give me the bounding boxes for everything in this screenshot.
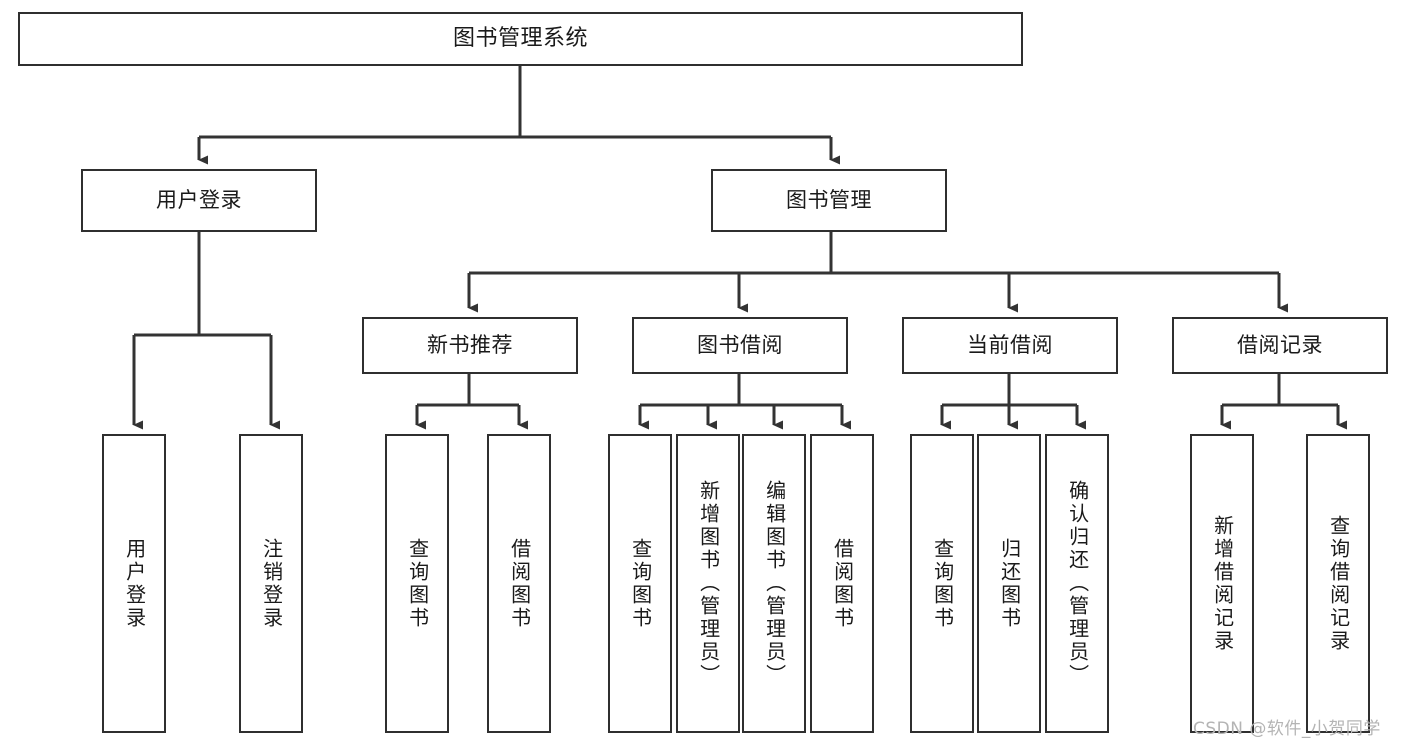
node-root-label: 图书管理系统	[452, 25, 588, 51]
node-borrow-record-label: 借阅记录	[1237, 332, 1323, 357]
node-leaf-book-borrow-4[interactable]: 借阅图书	[810, 434, 874, 733]
node-current-borrow[interactable]: 当前借阅	[902, 317, 1118, 374]
node-leaf-book-borrow-4-label: 借阅图书	[830, 537, 855, 630]
node-leaf-new-book-rec-1-label: 查询图书	[405, 537, 430, 630]
node-leaf-book-borrow-1[interactable]: 查询图书	[608, 434, 672, 733]
node-leaf-book-borrow-1-label: 查询图书	[628, 537, 653, 630]
watermark: CSDN @软件_小贺同学	[1193, 719, 1381, 739]
node-root[interactable]: 图书管理系统	[18, 12, 1023, 66]
node-current-borrow-label: 当前借阅	[967, 332, 1053, 357]
node-borrow-record[interactable]: 借阅记录	[1172, 317, 1388, 374]
node-leaf-book-borrow-3[interactable]: 编辑图书（管理员）	[742, 434, 806, 733]
node-leaf-current-borrow-1-label: 查询图书	[930, 537, 955, 630]
node-leaf-user-login-2[interactable]: 注销登录	[239, 434, 303, 733]
node-leaf-current-borrow-1[interactable]: 查询图书	[910, 434, 974, 733]
node-leaf-current-borrow-3[interactable]: 确认归还（管理员）	[1045, 434, 1109, 733]
node-leaf-book-borrow-2-label: 新增图书（管理员）	[696, 480, 721, 687]
node-user-login-label: 用户登录	[156, 187, 242, 212]
node-leaf-new-book-rec-1[interactable]: 查询图书	[385, 434, 449, 733]
node-book-manage[interactable]: 图书管理	[711, 169, 947, 232]
node-leaf-book-borrow-2[interactable]: 新增图书（管理员）	[676, 434, 740, 733]
node-leaf-current-borrow-2-label: 归还图书	[997, 537, 1022, 630]
node-user-login[interactable]: 用户登录	[81, 169, 317, 232]
node-leaf-current-borrow-2[interactable]: 归还图书	[977, 434, 1041, 733]
node-leaf-borrow-record-2[interactable]: 查询借阅记录	[1306, 434, 1370, 733]
node-leaf-user-login-1[interactable]: 用户登录	[102, 434, 166, 733]
node-leaf-borrow-record-2-label: 查询借阅记录	[1326, 514, 1351, 653]
node-leaf-user-login-1-label: 用户登录	[122, 537, 147, 630]
node-book-manage-label: 图书管理	[786, 187, 872, 212]
node-new-book-rec[interactable]: 新书推荐	[362, 317, 578, 374]
node-leaf-borrow-record-1[interactable]: 新增借阅记录	[1190, 434, 1254, 733]
node-leaf-borrow-record-1-label: 新增借阅记录	[1210, 514, 1235, 653]
node-book-borrow-label: 图书借阅	[697, 332, 783, 357]
node-leaf-new-book-rec-2[interactable]: 借阅图书	[487, 434, 551, 733]
node-new-book-rec-label: 新书推荐	[427, 332, 513, 357]
node-leaf-book-borrow-3-label: 编辑图书（管理员）	[762, 480, 787, 687]
node-book-borrow[interactable]: 图书借阅	[632, 317, 848, 374]
node-leaf-user-login-2-label: 注销登录	[259, 537, 284, 630]
node-leaf-new-book-rec-2-label: 借阅图书	[507, 537, 532, 630]
node-leaf-current-borrow-3-label: 确认归还（管理员）	[1065, 480, 1090, 687]
